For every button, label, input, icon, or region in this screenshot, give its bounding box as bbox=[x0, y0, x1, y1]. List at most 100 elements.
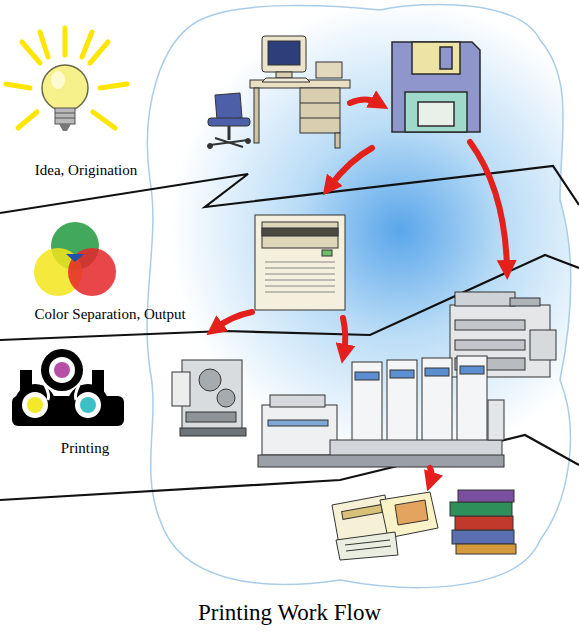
copier bbox=[455, 340, 525, 350]
lightbulb-icon bbox=[6, 28, 127, 128]
color-circles bbox=[34, 222, 116, 296]
printed-products bbox=[458, 490, 514, 502]
four-color-press bbox=[270, 395, 325, 407]
printed-products bbox=[332, 490, 516, 560]
floppy-disk bbox=[418, 102, 454, 126]
red-arrow bbox=[470, 142, 507, 268]
printed-products bbox=[450, 502, 512, 516]
lightbulb-icon bbox=[40, 32, 48, 57]
lightbulb-icon bbox=[18, 112, 37, 128]
imagesetter bbox=[265, 262, 335, 292]
copier bbox=[455, 292, 515, 306]
printed-products bbox=[455, 516, 513, 530]
icon-label: Color Separation, Output bbox=[34, 306, 185, 323]
lightbulb-icon bbox=[6, 84, 30, 88]
printed-products bbox=[452, 530, 514, 544]
computer-workstation bbox=[228, 126, 231, 140]
computer-workstation bbox=[300, 118, 340, 119]
lightbulb-icon bbox=[55, 108, 75, 124]
small-offset-press bbox=[182, 360, 242, 430]
red-arrow bbox=[330, 148, 372, 186]
four-color-press bbox=[488, 400, 504, 440]
lightbulb-icon bbox=[100, 84, 127, 88]
red-arrow bbox=[350, 100, 378, 104]
icon-label: Idea, Origination bbox=[35, 162, 137, 179]
computer-workstation bbox=[262, 78, 310, 82]
lightbulb-icon bbox=[93, 112, 115, 128]
imagesetter bbox=[262, 222, 338, 248]
imagesetter bbox=[265, 262, 335, 263]
icon-label: Printing bbox=[61, 440, 109, 457]
four-color-press bbox=[387, 360, 417, 452]
computer-workstation bbox=[300, 103, 340, 104]
imagesetter bbox=[265, 274, 335, 275]
figure-caption: Printing Work Flow bbox=[198, 600, 381, 626]
computer-workstation bbox=[215, 93, 242, 120]
floppy-disk bbox=[440, 47, 452, 69]
copier bbox=[510, 298, 540, 306]
printing-icon bbox=[75, 385, 79, 400]
printing-icon bbox=[49, 357, 75, 383]
four-color-press bbox=[390, 370, 414, 378]
red-arrow bbox=[216, 312, 252, 328]
red-arrow bbox=[216, 100, 507, 481]
small-offset-press bbox=[172, 360, 246, 436]
red-arrow bbox=[343, 318, 345, 352]
small-offset-press bbox=[186, 412, 236, 422]
lightbulb-icon bbox=[6, 28, 127, 131]
cloud-outline bbox=[147, 4, 571, 587]
floppy-disk bbox=[392, 42, 480, 132]
computer-workstation bbox=[300, 88, 340, 133]
red-arrow bbox=[430, 468, 432, 480]
computer-workstation bbox=[208, 118, 250, 126]
computer-workstation bbox=[316, 62, 342, 78]
printing-icon bbox=[54, 362, 70, 378]
small-offset-press bbox=[217, 389, 235, 407]
lightbulb-icon bbox=[90, 42, 108, 63]
computer-workstation bbox=[254, 88, 259, 143]
lightbulb-icon bbox=[55, 118, 75, 119]
printed-products bbox=[345, 540, 390, 545]
small-offset-press bbox=[180, 428, 246, 436]
lightbulb-icon bbox=[59, 124, 71, 131]
imagesetter bbox=[265, 280, 335, 281]
lightbulb-icon bbox=[55, 113, 75, 114]
copier bbox=[455, 320, 525, 330]
printing-icon bbox=[75, 392, 101, 418]
floppy-disk bbox=[392, 42, 480, 132]
computer-workstation bbox=[276, 72, 292, 78]
lightbulb-icon bbox=[51, 71, 65, 89]
lightbulb-icon bbox=[82, 32, 92, 57]
printing-icon bbox=[45, 385, 49, 400]
lightbulb-icon bbox=[42, 65, 88, 111]
printed-products bbox=[456, 544, 516, 554]
color-circles bbox=[66, 254, 84, 262]
four-color-press bbox=[258, 455, 504, 467]
printing-icon bbox=[12, 349, 124, 426]
four-color-press bbox=[422, 358, 452, 452]
printed-products bbox=[342, 505, 383, 520]
computer-workstation bbox=[268, 41, 300, 65]
cloud-outline bbox=[147, 4, 571, 587]
computer-workstation bbox=[208, 36, 351, 149]
printing-icon bbox=[41, 349, 83, 391]
imagesetter bbox=[322, 250, 332, 256]
imagesetter bbox=[255, 215, 345, 310]
printing-icon bbox=[27, 397, 43, 413]
four-color-press bbox=[457, 356, 487, 452]
printed-products bbox=[395, 500, 428, 525]
floppy-disk bbox=[405, 92, 467, 132]
computer-workstation bbox=[208, 144, 213, 149]
four-color-press bbox=[258, 356, 504, 467]
four-color-press bbox=[460, 366, 484, 374]
imagesetter bbox=[265, 292, 335, 293]
printing-icon bbox=[22, 392, 48, 418]
four-color-press bbox=[330, 440, 502, 456]
imagesetter bbox=[262, 228, 338, 236]
computer-workstation bbox=[246, 139, 251, 144]
imagesetter bbox=[255, 215, 345, 310]
four-color-press bbox=[355, 372, 379, 380]
imagesetter bbox=[265, 286, 335, 287]
computer-workstation bbox=[335, 133, 340, 148]
